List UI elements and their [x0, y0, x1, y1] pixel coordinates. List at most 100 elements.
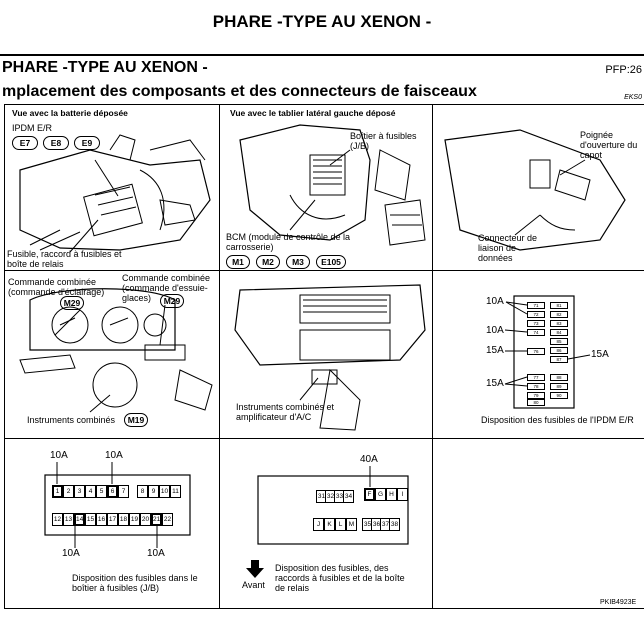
ipdm-amp-10a-mid: 10A — [486, 325, 504, 336]
jb-fuse: 10 — [159, 485, 170, 498]
data-link-label: Connecteur de liaison de données — [478, 233, 538, 263]
ipdm-fuse: 76 — [527, 348, 545, 355]
relay-fuse-j: J — [313, 518, 324, 531]
relay-fuse-g: G — [375, 488, 386, 501]
jb-fuse: 6 — [107, 485, 118, 498]
front-label: Avant — [242, 580, 265, 590]
cluster-ac-amp-label: Instruments combinés et amplificateur d'… — [236, 402, 335, 422]
hood-release-label: Poignée d'ouverture du capot — [580, 130, 638, 160]
header-rule — [0, 54, 644, 56]
grid-col-1 — [219, 104, 220, 608]
section-title: PHARE -TYPE AU XENON - — [2, 59, 208, 76]
jb-fuse: 16 — [96, 513, 107, 526]
ipdm-fuse: 88 — [550, 374, 568, 381]
relay-fuse: 34 — [343, 490, 354, 503]
ipdm-fuse: 80 — [527, 399, 545, 406]
relay-fuse-k: K — [324, 518, 335, 531]
ipdm-fuse: 89 — [550, 383, 568, 390]
page-title: PHARE -TYPE AU XENON - — [212, 12, 432, 31]
jb-fuse: 2 — [63, 485, 74, 498]
ipdm-fuse: 85 — [550, 338, 568, 345]
ipdm-fuse: 84 — [550, 329, 568, 336]
relay-fuse-h: H — [386, 488, 397, 501]
connector-e105: E105 — [316, 255, 346, 269]
jb-fuse: 13 — [63, 513, 74, 526]
jb-fuse: 12 — [52, 513, 63, 526]
jb-fuse: 19 — [129, 513, 140, 526]
connector-e8: E8 — [43, 136, 69, 150]
grid-bottom — [4, 608, 644, 609]
connector-m29-wiper: M29 — [160, 294, 184, 308]
ipdm-amp-15a-left: 15A — [486, 345, 504, 356]
ipdm-fuse: 82 — [550, 311, 568, 318]
panel1-heading: Vue avec la batterie déposée — [12, 108, 128, 118]
jb-fuse: 1 — [52, 485, 63, 498]
relay-fuse-l: L — [335, 518, 346, 531]
jb-fuse: 22 — [162, 513, 173, 526]
grid-row-2 — [4, 438, 644, 439]
grid-left — [4, 104, 5, 608]
jb-fuse: 14 — [74, 513, 85, 526]
jb-fuse: 3 — [74, 485, 85, 498]
panel2-heading: Vue avec le tablier latéral gauche dépos… — [230, 108, 396, 118]
connector-m3: M3 — [286, 255, 310, 269]
relay-fuse: 38 — [389, 518, 400, 531]
ipdm-fuse: 86 — [550, 347, 568, 354]
ipdm-fuse-caption: Disposition des fusibles de l'IPDM E/R — [481, 415, 634, 425]
ipdm-amp-10a-top: 10A — [486, 296, 504, 307]
ipdm-fuse: 73 — [527, 320, 545, 327]
ipdm-fuse: 71 — [527, 302, 545, 309]
bcm-label: BCM (module de contrôle de la carrosseri… — [226, 232, 351, 252]
ipdm-label: IPDM E/R — [12, 123, 53, 133]
jb-fuse: 9 — [148, 485, 159, 498]
relay-fuse-i: I — [397, 488, 408, 501]
fuse-box-label: Boîtier à fusibles (J/B) — [350, 131, 417, 151]
connector-e9: E9 — [74, 136, 100, 150]
ipdm-fuse: 81 — [550, 302, 568, 309]
relay-caption: Disposition des fusibles, des raccords à… — [275, 563, 405, 593]
jb-fuse: 4 — [85, 485, 96, 498]
relay-amp-40a: 40A — [360, 454, 378, 465]
relay-fuse-m: M — [346, 518, 357, 531]
ipdm-fuse: 77 — [527, 374, 545, 381]
ipdm-fuse: 78 — [527, 383, 545, 390]
jb-amp-10a-4: 10A — [147, 548, 165, 559]
connector-m29-light: M29 — [60, 296, 84, 310]
ipdm-fuse: 74 — [527, 329, 545, 336]
grid-row-1 — [4, 270, 644, 271]
jb-fuse: 21 — [151, 513, 162, 526]
ipdm-fuse: 83 — [550, 320, 568, 327]
connector-e7: E7 — [12, 136, 38, 150]
ipdm-fuse: 90 — [550, 392, 568, 399]
cluster-label: Instruments combinés — [27, 415, 116, 425]
ipdm-fuse: 72 — [527, 311, 545, 318]
jb-fuse: 7 — [118, 485, 129, 498]
ipdm-amp-15a-right: 15A — [591, 349, 609, 360]
combo-switch-light-label: Commande combinée (commande d'éclairage) — [8, 277, 105, 297]
relay-fuse-f: F — [364, 488, 375, 501]
fuse-relay-label: Fusible, raccord à fusibles et boîte de … — [7, 249, 122, 269]
ipdm-fuse: 87 — [550, 356, 568, 363]
jb-fuse: 11 — [170, 485, 181, 498]
jb-fuse: 18 — [118, 513, 129, 526]
section-subtitle: mplacement des composants et des connect… — [2, 83, 477, 100]
jb-fuse: 8 — [137, 485, 148, 498]
jb-fuse-caption: Disposition des fusibles dans le boîtier… — [72, 573, 198, 593]
jb-fuse: 15 — [85, 513, 96, 526]
pfp-code: PFP:26 — [605, 64, 642, 76]
ipdm-fuse: 79 — [527, 392, 545, 399]
jb-amp-10a-3: 10A — [62, 548, 80, 559]
jb-fuse: 20 — [140, 513, 151, 526]
figure-code: PKIB4923E — [600, 599, 637, 606]
jb-amp-10a-2: 10A — [105, 450, 123, 461]
jb-fuse: 17 — [107, 513, 118, 526]
jb-fuse: 5 — [96, 485, 107, 498]
grid-top — [4, 104, 644, 105]
connector-m1: M1 — [226, 255, 250, 269]
reference-code: EKS0 — [624, 94, 642, 101]
jb-amp-10a-1: 10A — [50, 450, 68, 461]
connector-m2: M2 — [256, 255, 280, 269]
connector-m19: M19 — [124, 413, 148, 427]
ipdm-amp-15a-bottom: 15A — [486, 378, 504, 389]
